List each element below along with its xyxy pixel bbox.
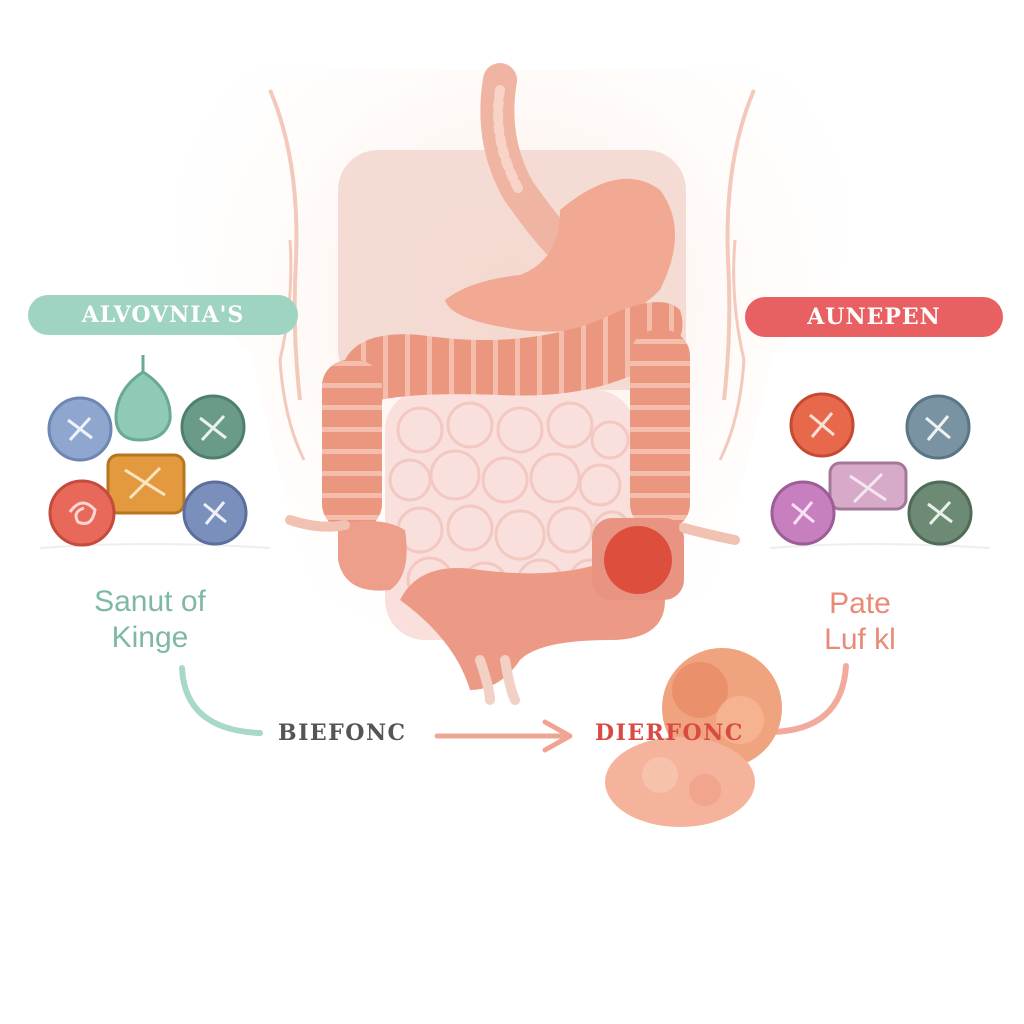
right-category-pill: AUNEPEN xyxy=(745,297,1003,337)
blue-disc-icon xyxy=(182,480,248,546)
stomach xyxy=(445,178,675,332)
ascending-colon xyxy=(322,360,382,530)
tissue-texture xyxy=(605,648,782,827)
purple-box-icon xyxy=(828,461,908,511)
cecum xyxy=(338,521,407,591)
orange-disc-icon xyxy=(789,392,855,458)
green-disc-icon xyxy=(180,394,246,460)
blue-disc-icon xyxy=(47,396,113,462)
transverse-colon xyxy=(344,302,683,401)
blue-disc-icon xyxy=(905,394,971,460)
orange-box-icon xyxy=(106,453,186,515)
after-label: DIERFONC xyxy=(595,720,744,746)
transition-arrow xyxy=(434,719,573,753)
green-disc-icon xyxy=(907,480,973,546)
right-flow-line xyxy=(769,663,849,735)
green-leaf-icon xyxy=(114,355,172,442)
descending-colon xyxy=(630,330,690,530)
red-swirl-disc-icon xyxy=(48,479,116,547)
before-label: BIEFONC xyxy=(278,720,407,746)
left-category-pill: ALVOVNIA'S xyxy=(28,295,298,335)
inflamed-spot xyxy=(604,526,672,594)
left-category-label: ALVOVNIA'S xyxy=(81,302,245,328)
purple-disc-icon xyxy=(770,480,836,546)
left-flow-line xyxy=(179,665,263,736)
left-icon-group xyxy=(39,355,271,549)
right-icon-group xyxy=(769,392,991,549)
right-category-label: AUNEPEN xyxy=(807,304,941,330)
